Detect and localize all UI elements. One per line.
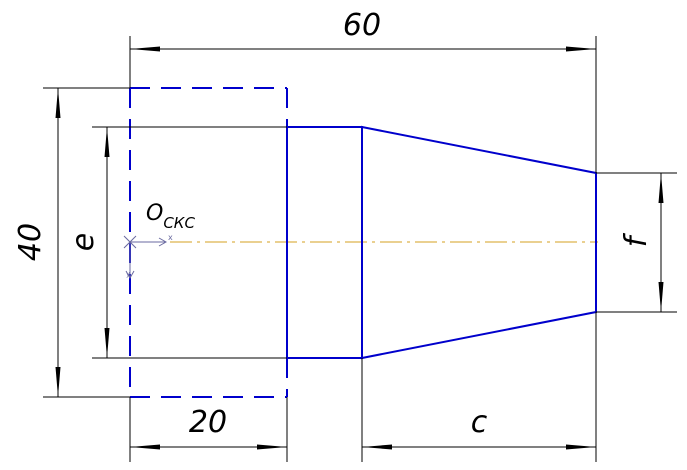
phantom-outline — [129, 87, 288, 398]
extension-lines — [43, 36, 677, 462]
svg-text:y: y — [126, 270, 130, 278]
dim-inner-height: e — [66, 233, 101, 251]
origin-subscript: СКС — [163, 214, 195, 232]
origin-label: OСКС — [146, 201, 195, 232]
origin-marker-icon: x y — [123, 233, 173, 280]
dim-overall-length: 60 — [343, 8, 381, 43]
dim-left-section-length: 20 — [189, 405, 227, 440]
dim-overall-height: 40 — [13, 223, 48, 261]
dim-cone-length: c — [471, 405, 488, 440]
dim-right-end-height: f — [619, 232, 654, 247]
svg-text:x: x — [168, 233, 173, 242]
dimension-lines — [55, 46, 664, 450]
origin-letter: O — [146, 201, 163, 226]
